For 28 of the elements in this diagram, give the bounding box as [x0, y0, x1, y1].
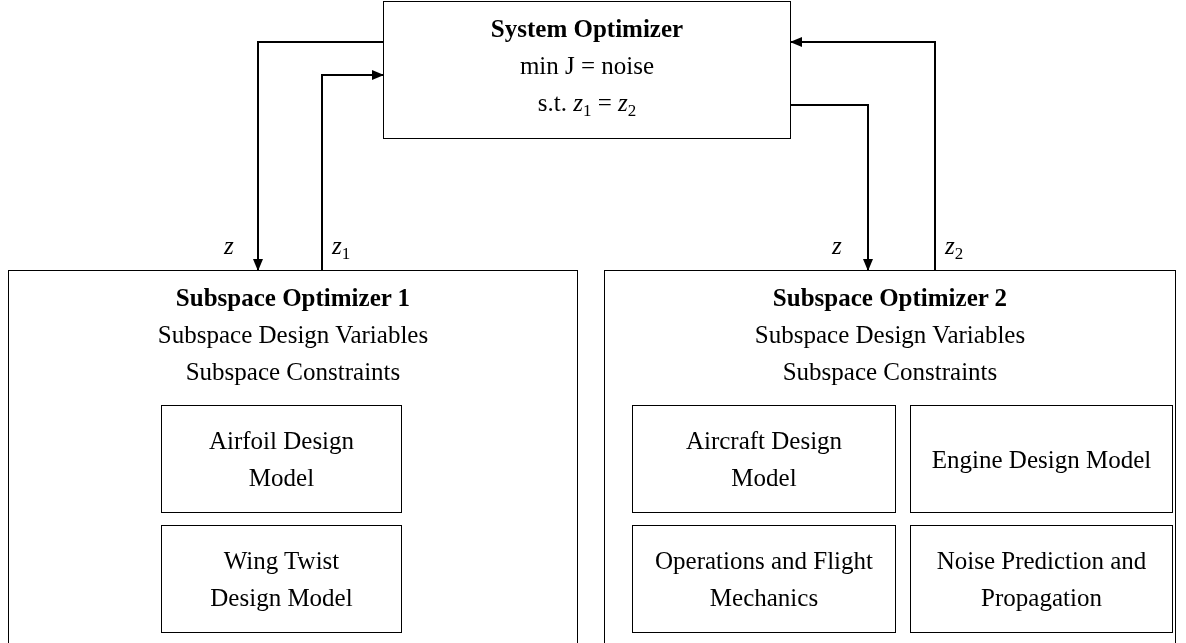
- box-text: Subspace Constraints: [185, 357, 401, 387]
- arrow: [253, 41, 384, 271]
- box-heading: Subspace Optimizer 2: [772, 283, 1008, 313]
- model-box: [161, 405, 402, 513]
- model-box: [910, 405, 1173, 513]
- optimizer-box: [604, 270, 1176, 643]
- box-text: Subspace Design Variables: [754, 320, 1026, 350]
- model-box: [632, 525, 896, 633]
- box-text: s.t. z$_{1}$ = z$_{2}$: [537, 88, 637, 121]
- box-heading: System Optimizer: [490, 14, 684, 44]
- box-text: Aircraft Design Model: [684, 426, 844, 493]
- box-text: min J = noise: [519, 51, 655, 81]
- box-heading: Subspace Optimizer 1: [175, 283, 411, 313]
- model-box: [910, 525, 1173, 633]
- model-box: [161, 525, 402, 633]
- box-text: Operations and Flight Mechanics: [654, 546, 874, 613]
- box-text: Wing Twist Design Model: [209, 546, 354, 613]
- box-text: Engine Design Model: [931, 444, 1152, 475]
- box-text: Subspace Constraints: [782, 357, 998, 387]
- box-text: Airfoil Design Model: [207, 426, 356, 493]
- box-text: Noise Prediction and Propagation: [935, 546, 1148, 613]
- arrow: [790, 37, 936, 271]
- arrow: [321, 70, 384, 271]
- optimizer-box: [8, 270, 578, 643]
- optimizer-box: [383, 1, 791, 139]
- model-box: [632, 405, 896, 513]
- box-text: Subspace Design Variables: [157, 320, 429, 350]
- arrow: [790, 104, 873, 271]
